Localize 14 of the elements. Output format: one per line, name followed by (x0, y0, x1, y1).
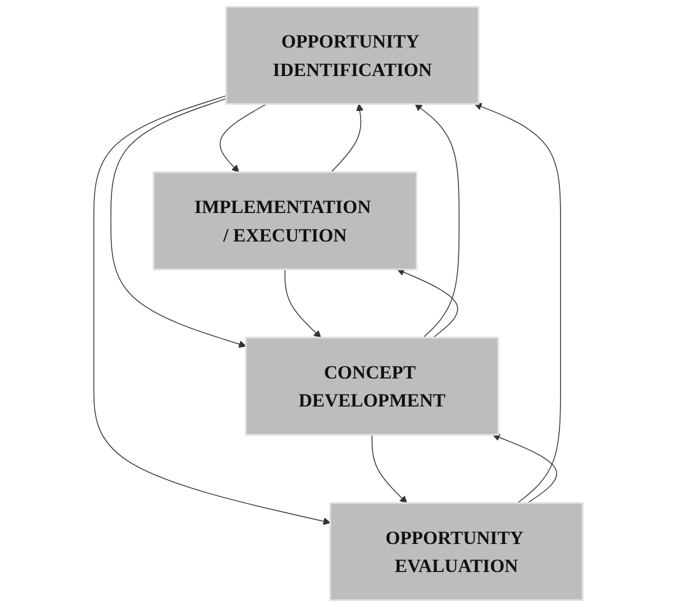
node-box: OPPORTUNITY IDENTIFICATION (225, 6, 480, 105)
arrow (220, 104, 267, 173)
arrow (284, 268, 321, 338)
arrow (414, 104, 460, 338)
arrow (474, 103, 561, 504)
node-box: IMPLEMENTATION / EXECUTION (152, 171, 418, 270)
node-box: OPPORTUNITY EVALUATION (329, 502, 584, 602)
arrow (93, 95, 330, 525)
arrow (371, 434, 407, 504)
arrow (396, 268, 458, 338)
arrow (492, 434, 557, 504)
arrow (330, 104, 364, 173)
arrow (110, 98, 246, 348)
node-box: CONCEPT DEVELOPMENT (244, 336, 499, 436)
